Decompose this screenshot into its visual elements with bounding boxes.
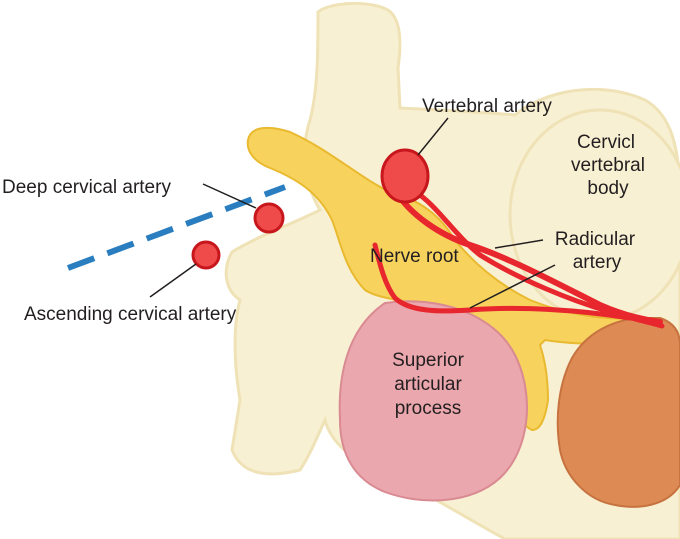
label-vertebral-body-line1: Cervicl [577,132,635,153]
label-nerve-root: Nerve root [370,246,459,267]
label-ascending-cervical-artery: Ascending cervical artery [24,304,237,325]
leader-vertebral-artery [417,117,449,156]
label-vertebral-body-line3: body [587,178,629,199]
label-superior-articular-line1: Superior [392,350,464,371]
vertebral-artery-circle [380,148,430,204]
superior-articular-process [338,300,528,502]
leader-radicular-artery-2 [469,264,556,309]
label-radicular-artery-line1: Radicular [555,229,636,250]
label-superior-articular-line2: articular [394,374,462,395]
dashed-reference-line [66,184,287,271]
label-radicular-artery-line2: artery [573,252,622,273]
label-vertebral-body-line2: vertebral [571,155,645,176]
label-superior-articular-line3: process [395,398,462,419]
label-deep-cervical-artery: Deep cervical artery [2,177,171,198]
leader-ascending-cervical [149,263,197,298]
leader-radicular-artery-1 [494,239,544,249]
deep-cervical-artery-circle [253,202,285,234]
leader-deep-cervical [202,183,257,209]
ascending-cervical-artery-circle [191,240,221,270]
label-vertebral-artery: Vertebral artery [422,96,552,117]
radicular-artery-vessel [372,242,633,321]
